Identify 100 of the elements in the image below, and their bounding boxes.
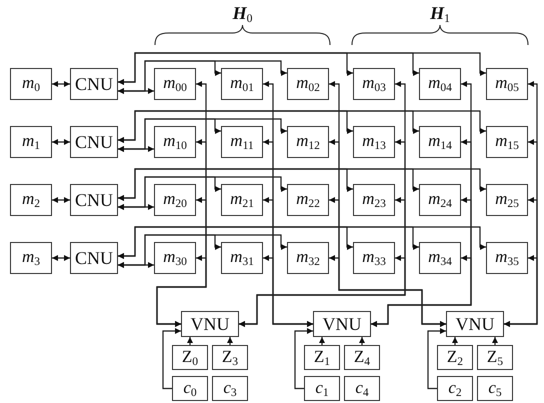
node-label: c$_{3}$ — [223, 378, 237, 398]
node-label: c$_{5}$ — [488, 378, 502, 398]
memory-block — [287, 242, 329, 274]
codeword-box — [212, 376, 248, 401]
node-label: m$_{24}$ — [428, 190, 452, 210]
message-box — [10, 126, 52, 158]
node-label: m$_{14}$ — [428, 132, 452, 152]
connector — [504, 255, 538, 327]
connector — [118, 234, 287, 268]
node-label: m$_{20}$ — [163, 190, 187, 210]
node-label: CNU — [74, 249, 113, 267]
memory-block — [353, 242, 395, 274]
node-label: m$_{00}$ — [163, 74, 187, 94]
node-label: Z$_{1}$ — [314, 348, 330, 368]
memory-block — [154, 68, 196, 100]
node-label: Z$_{4}$ — [354, 348, 370, 368]
node-label: c$_{4}$ — [355, 378, 369, 398]
connector — [118, 168, 486, 201]
connector — [359, 337, 365, 345]
input-box — [304, 345, 340, 370]
node-label: m$_{02}$ — [296, 74, 320, 94]
variable-node-unit — [313, 311, 371, 337]
input-box — [344, 345, 380, 370]
memory-block — [486, 242, 528, 274]
memory-block — [221, 126, 263, 158]
memory-block — [154, 126, 196, 158]
connector — [118, 110, 486, 143]
node-label: CNU — [74, 133, 113, 151]
codeword-box — [344, 376, 380, 401]
memory-block — [287, 126, 329, 158]
connector — [52, 81, 70, 87]
memory-block — [287, 68, 329, 100]
node-label: m$_{0}$ — [22, 74, 40, 94]
connector — [263, 255, 313, 327]
matrix-heading: H$_{0}$ — [232, 4, 252, 25]
matrix-heading: H$_{1}$ — [430, 4, 450, 25]
connector — [162, 328, 181, 390]
node-label: m$_{15}$ — [495, 132, 519, 152]
node-label: c$_{0}$ — [183, 378, 197, 398]
node-label: m$_{33}$ — [362, 248, 386, 268]
input-box — [437, 345, 473, 370]
node-label: m$_{10}$ — [163, 132, 187, 152]
node-label: m$_{03}$ — [362, 74, 386, 94]
memory-block — [419, 184, 461, 216]
connector — [319, 337, 325, 345]
connector — [294, 328, 313, 390]
node-label: Z$_{3}$ — [222, 348, 238, 368]
check-node-unit — [70, 68, 118, 100]
memory-block — [353, 184, 395, 216]
node-label: m$_{22}$ — [296, 190, 320, 210]
node-label: m$_{25}$ — [495, 190, 519, 210]
node-label: Z$_{5}$ — [486, 348, 504, 368]
node-label: m$_{2}$ — [22, 190, 40, 210]
node-label: m$_{23}$ — [362, 190, 386, 210]
node-label: VNU — [190, 315, 230, 333]
connector — [187, 337, 193, 345]
node-label: m$_{3}$ — [22, 248, 40, 268]
node-label: Z$_{0}$ — [182, 348, 198, 368]
message-box — [10, 242, 52, 274]
node-label: CNU — [74, 75, 113, 93]
node-label: c$_{2}$ — [448, 378, 462, 398]
node-label: m$_{35}$ — [495, 248, 519, 268]
connector — [52, 197, 70, 203]
memory-block — [419, 242, 461, 274]
node-label: VNU — [456, 315, 494, 333]
node-label: m$_{1}$ — [22, 132, 40, 152]
connector — [118, 176, 287, 210]
memory-block — [353, 126, 395, 158]
variable-node-unit — [181, 311, 239, 337]
codeword-box — [304, 376, 340, 401]
check-node-unit — [70, 184, 118, 216]
memory-block — [419, 126, 461, 158]
connector — [452, 337, 458, 345]
variable-node-unit — [446, 311, 504, 337]
connector — [118, 226, 486, 259]
connector — [118, 52, 486, 85]
connector — [492, 337, 498, 345]
connector — [156, 255, 207, 327]
node-label: m$_{30}$ — [163, 248, 187, 268]
codeword-box — [172, 376, 208, 401]
connector — [427, 328, 446, 390]
memory-block — [287, 184, 329, 216]
connector — [371, 255, 472, 327]
node-label: Z$_{2}$ — [446, 348, 464, 368]
node-label: m$_{34}$ — [428, 248, 452, 268]
node-label: m$_{31}$ — [230, 248, 254, 268]
message-box — [10, 68, 52, 100]
memory-block — [353, 68, 395, 100]
memory-block — [419, 68, 461, 100]
memory-block — [221, 242, 263, 274]
node-label: m$_{11}$ — [230, 132, 254, 152]
input-box — [477, 345, 513, 370]
connector — [118, 118, 287, 152]
connector — [118, 60, 287, 94]
check-node-unit — [70, 126, 118, 158]
message-box — [10, 184, 52, 216]
memory-block — [486, 126, 528, 158]
connector — [52, 139, 70, 145]
node-label: m$_{12}$ — [296, 132, 320, 152]
memory-block — [154, 242, 196, 274]
